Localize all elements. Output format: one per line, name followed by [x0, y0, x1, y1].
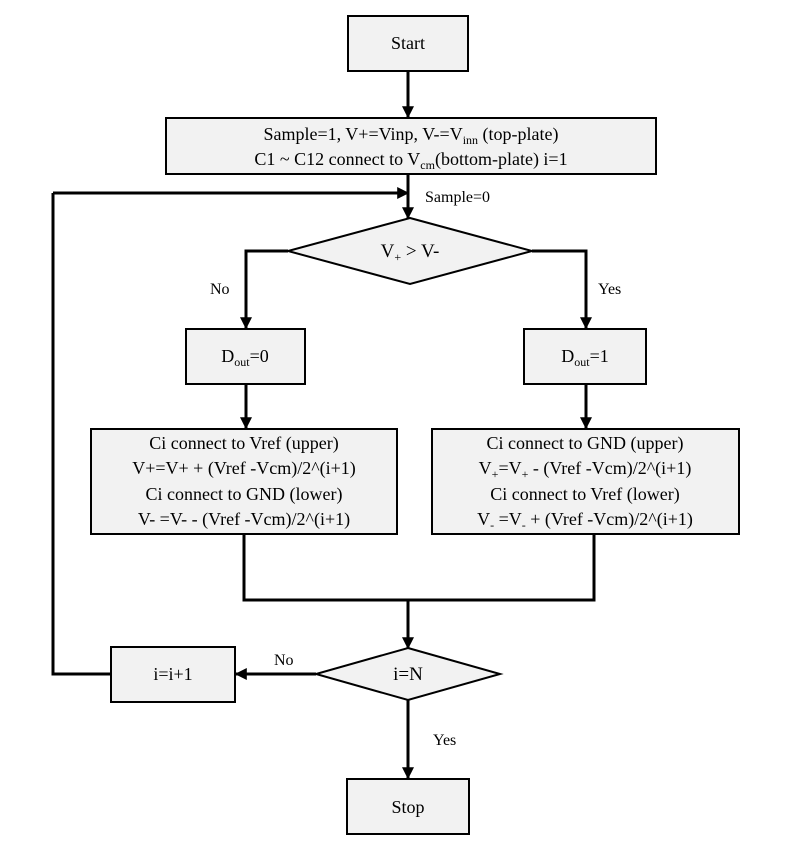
start-label: Start [391, 33, 425, 53]
increment-label: i=i+1 [153, 664, 192, 684]
right-action-node: Ci connect to GND (upper) V+=V+ - (Vref … [431, 428, 740, 535]
init-node: Sample=1, V+=Vinp, V-=Vinn (top-plate) C… [165, 117, 657, 175]
check-label: i=N [393, 664, 423, 685]
arrow-compare-no [240, 249, 288, 330]
merge-line [242, 534, 596, 602]
check-decision: i=N [312, 646, 504, 702]
arrow-compare-yes [532, 249, 592, 330]
init-line-1: Sample=1, V+=Vinp, V-=Vinn (top-plate) [263, 124, 558, 147]
check-yes-label: Yes [433, 732, 456, 749]
left-action-node: Ci connect to Vref (upper) V+=V+ + (Vref… [90, 428, 398, 535]
compare-no-label: No [210, 281, 230, 298]
right-action-line-1: Ci connect to GND (upper) [487, 433, 684, 454]
stop-node: Stop [346, 778, 470, 835]
loop-back-line [51, 193, 110, 676]
init-line-2: C1 ~ C12 connect to Vcm(bottom-plate) i=… [254, 149, 567, 172]
left-action-line-1: Ci connect to Vref (upper) [149, 433, 339, 454]
compare-decision: V+ > V- [284, 216, 536, 286]
left-action-line-4: V- =V- - (Vref -Vcm)/2^(i+1) [138, 509, 350, 530]
dout-one-node: Dout=1 [523, 328, 647, 385]
sample-zero-label: Sample=0 [425, 189, 490, 206]
right-action-line-3: Ci connect to Vref (lower) [490, 484, 680, 505]
start-node: Start [347, 15, 469, 72]
compare-yes-label: Yes [598, 281, 621, 298]
dout-zero-node: Dout=0 [185, 328, 306, 385]
right-action-line-4: V- =V- + (Vref -Vcm)/2^(i+1) [477, 509, 693, 532]
compare-label: V+ > V- [381, 241, 440, 264]
dout-zero-label: Dout=0 [221, 346, 269, 369]
right-action-line-2: V+=V+ - (Vref -Vcm)/2^(i+1) [479, 458, 692, 481]
stop-label: Stop [391, 797, 424, 817]
left-action-line-2: V+=V+ + (Vref -Vcm)/2^(i+1) [132, 458, 356, 479]
check-no-label: No [274, 652, 294, 669]
left-action-line-3: Ci connect to GND (lower) [146, 484, 343, 505]
increment-node: i=i+1 [110, 646, 236, 703]
dout-one-label: Dout=1 [561, 346, 609, 369]
